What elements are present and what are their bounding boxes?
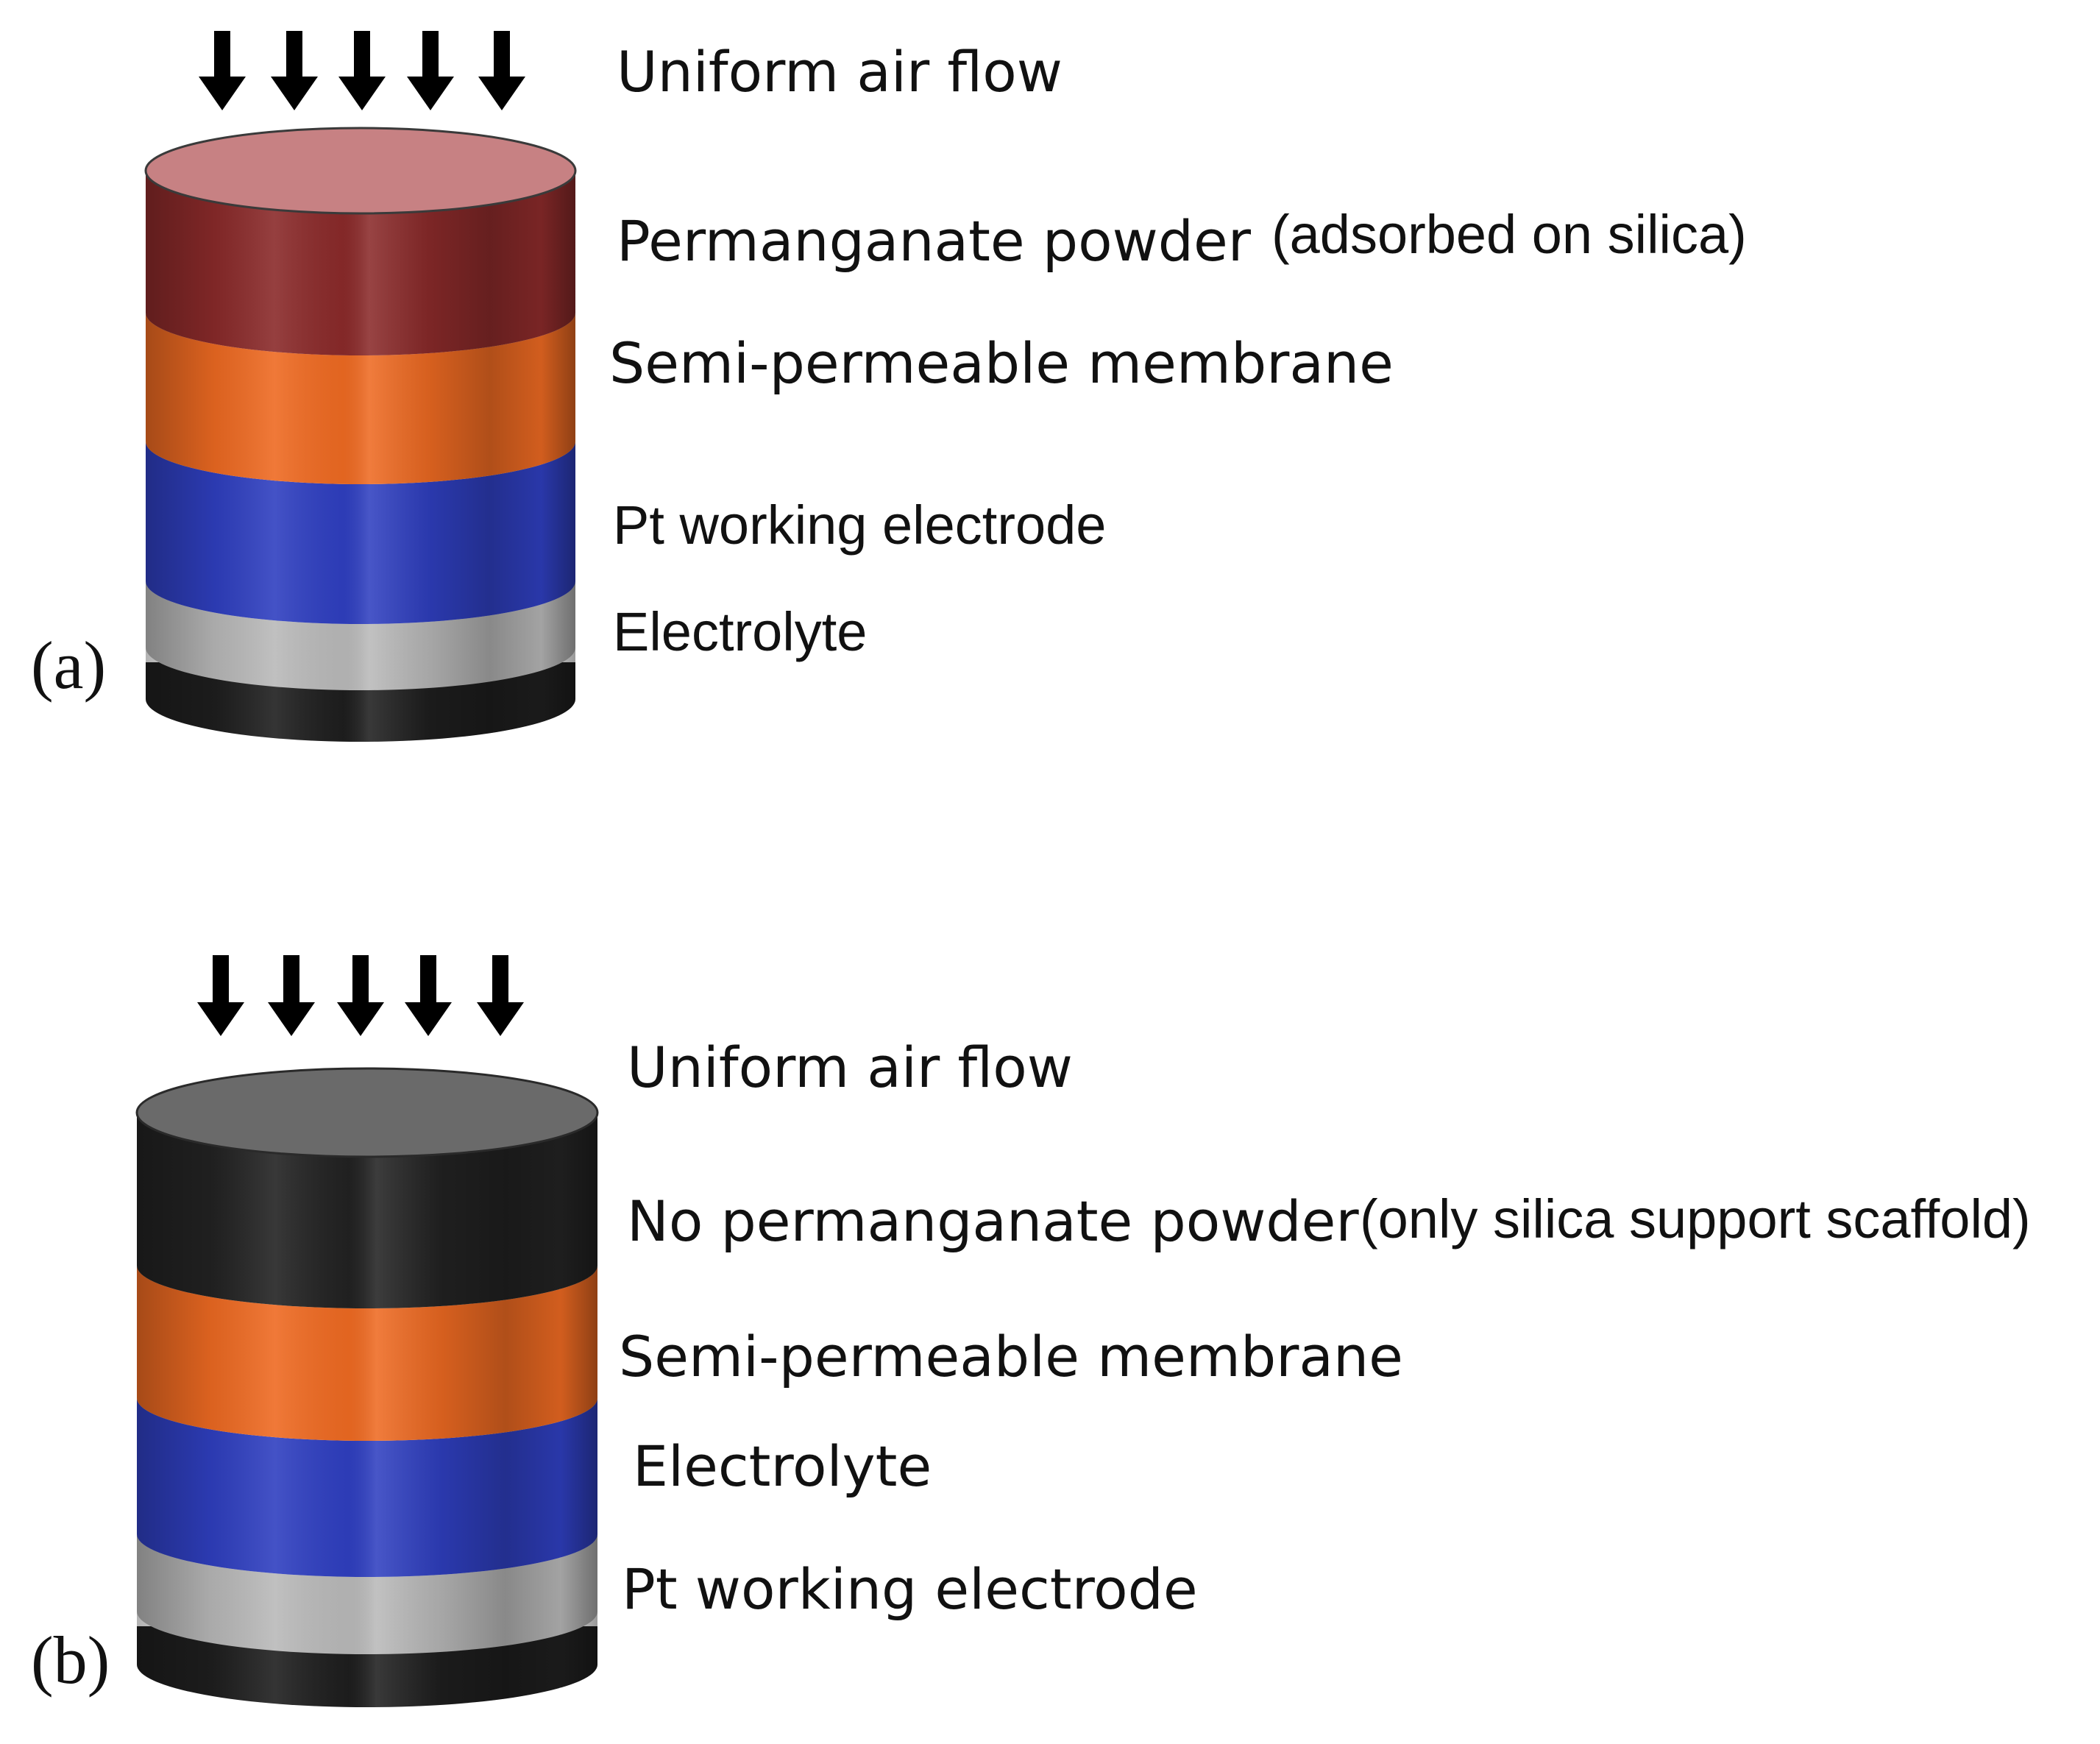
cylinder-a-shading <box>146 171 575 742</box>
down-arrow-icon <box>477 955 524 1036</box>
panel-a-layer1-note: (adsorbed on silica) <box>1271 204 1747 265</box>
down-arrow-icon <box>337 955 384 1036</box>
panel-b-layer2-label: Semi-permeable membrane <box>619 1324 1403 1389</box>
panel-b-layer1-note: (only silica support scaffold) <box>1360 1188 2031 1249</box>
panel-b-layer3-label: Electrolyte <box>633 1433 932 1499</box>
cylinder-a <box>144 127 577 742</box>
air-flow-arrows-b <box>197 955 524 1036</box>
down-arrow-icon <box>199 31 246 110</box>
panel-b-layer1-label: No permanganate powder <box>627 1188 1359 1254</box>
panel-b-layer4-label: Pt working electrode <box>622 1556 1198 1622</box>
down-arrow-icon <box>271 31 318 110</box>
down-arrow-icon <box>407 31 454 110</box>
cylinder-b-shading <box>137 1113 597 1707</box>
panel-b-air-flow-label: Uniform air flow <box>627 1035 1073 1100</box>
cylinder-b <box>135 1067 599 1707</box>
panel-a-layer1-label: Permanganate powder <box>617 208 1251 274</box>
down-arrow-icon <box>338 31 386 110</box>
down-arrow-icon <box>478 31 525 110</box>
down-arrow-icon <box>405 955 452 1036</box>
down-arrow-icon <box>268 955 315 1036</box>
panel-a-layer3-label: Pt working electrode <box>613 495 1107 556</box>
down-arrow-icon <box>197 955 244 1036</box>
panel-a-layer2-label: Semi-permeable membrane <box>609 330 1394 396</box>
panel-a-layer4-label: Electrolyte <box>613 601 868 662</box>
cylinder-a-top <box>144 127 577 215</box>
panel-a-air-flow-label: Uniform air flow <box>617 39 1063 104</box>
air-flow-arrows-a <box>199 31 525 110</box>
cylinder-b-top <box>135 1067 599 1158</box>
panel-a-tag: (a) <box>31 628 107 703</box>
panel-b-tag: (b) <box>31 1623 110 1698</box>
